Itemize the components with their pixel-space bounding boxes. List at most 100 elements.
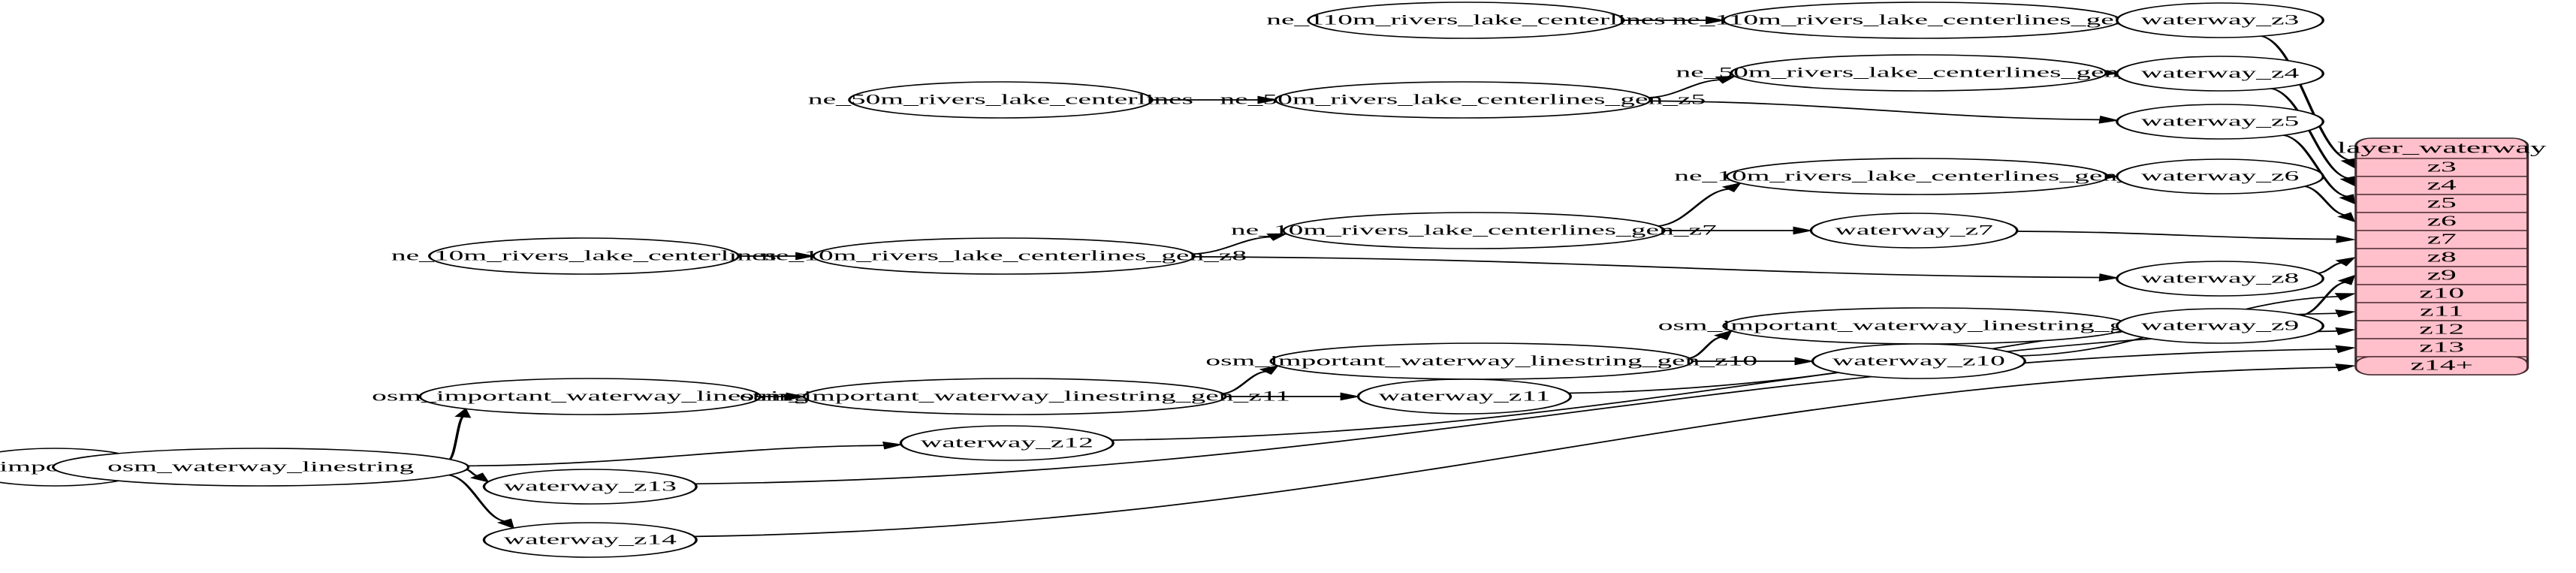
edge-waterway_z3-to-table-z3: [2260, 35, 2350, 161]
node-ellipse: [1725, 158, 2110, 195]
edge-waterway_z12-to-table-z12: [1111, 330, 2339, 441]
node-waterway_z3[interactable]: waterway_z3: [2116, 2, 2324, 38]
edge-arrowhead: [882, 441, 903, 450]
table-row-z8[interactable]: [2354, 248, 2529, 267]
edge-osm_waterway_linestring-to-waterway_z12: [466, 445, 885, 467]
edge-arrowhead: [2335, 327, 2357, 336]
node-ellipse: [52, 448, 470, 487]
node-ellipse: [1722, 2, 2122, 39]
edge-arrowhead: [1706, 16, 1726, 25]
node-ellipse: [1722, 307, 2131, 345]
edge-arrowhead: [1713, 330, 1733, 340]
edge-arrowhead: [469, 472, 490, 483]
node-osm_important_waterway_linestring[interactable]: osm_important_waterway_linestring: [372, 378, 808, 415]
node-ne_10m_rivers_lake_centerlines_gen_z7[interactable]: ne_10m_rivers_lake_centerlines_gen_z7: [1231, 212, 1717, 249]
edge-osm_waterway_linestring-to-waterway_z13: [465, 469, 478, 477]
node-ellipse: [2116, 2, 2324, 38]
table-row-z13[interactable]: [2354, 338, 2529, 357]
node-waterway_z7[interactable]: waterway_z7: [1809, 213, 2019, 249]
edge-arrowhead: [1721, 182, 1742, 192]
node-ellipse: [1282, 212, 1666, 249]
node-waterway_z14[interactable]: waterway_z14: [482, 522, 698, 558]
edge-arrowhead: [2335, 363, 2357, 372]
node-ellipse: [482, 522, 698, 558]
table-row-z10[interactable]: [2354, 284, 2529, 303]
node-ellipse: [2116, 308, 2324, 344]
edge-ne_50m_rivers_lake_centerlines_gen_z5-to-waterway_z5: [1648, 100, 2101, 121]
edge-arrowhead: [454, 408, 472, 418]
node-waterway_z10[interactable]: waterway_z10: [1811, 343, 2026, 379]
edge-arrowhead: [2334, 293, 2357, 301]
edge-layer: [50, 16, 2357, 538]
edge-ne_10m_rivers_lake_centerlines_gen_z8-to-waterway_z8: [1193, 256, 2101, 279]
table-layer_waterway[interactable]: layer_waterwayz3z4z5z6z7z8z9z10z11z12z13…: [2337, 137, 2547, 375]
node-waterway_z8[interactable]: waterway_z8: [2116, 261, 2324, 297]
table-row-z4[interactable]: [2354, 176, 2529, 195]
node-waterway_z9[interactable]: waterway_z9: [2116, 308, 2324, 344]
node-ne_10m_rivers_lake_centerlines[interactable]: ne_10m_rivers_lake_centerlines: [391, 237, 777, 275]
edge-waterway_z8-to-table-z8: [2317, 262, 2342, 274]
node-ellipse: [1809, 213, 2019, 249]
edge-arrowhead: [1257, 95, 1278, 104]
node-ne_10m_rivers_lake_centerlines_gen_z6[interactable]: ne_10m_rivers_lake_centerlines_gen_z6: [1674, 158, 2160, 195]
node-ellipse: [418, 378, 762, 415]
edge-arrowhead: [786, 392, 807, 401]
edge-arrowhead: [2340, 158, 2357, 169]
node-ellipse: [2116, 104, 2324, 140]
edge-waterway_z7-to-table-z7: [2016, 231, 2339, 240]
node-ellipse: [848, 81, 1154, 119]
edge-arrowhead: [2335, 257, 2356, 267]
node-ne_110m_rivers_lake_centerlines[interactable]: ne_110m_rivers_lake_centerlines: [1266, 2, 1666, 39]
table-row-z12[interactable]: [2354, 320, 2529, 339]
edge-waterway_z4-to-table-z4: [2270, 87, 2349, 179]
node-waterway_z11[interactable]: waterway_z11: [1356, 378, 1572, 415]
edge-osm_waterway_linestring-to-osm_important_waterway_linestring: [448, 416, 465, 460]
node-waterway_z6[interactable]: waterway_z6: [2116, 158, 2324, 195]
edge-arrowhead: [1715, 75, 1737, 84]
node-ellipse: [1811, 343, 2026, 379]
node-ellipse: [2116, 158, 2324, 195]
node-ne_50m_rivers_lake_centerlines_gen_z5[interactable]: ne_50m_rivers_lake_centerlines_gen_z5: [1220, 81, 1706, 119]
node-ne_50m_rivers_lake_centerlines[interactable]: ne_50m_rivers_lake_centerlines: [808, 81, 1193, 119]
edge-ne_50m_rivers_lake_centerlines_gen_z5-to-ne_50m_rivers_lake_centerlines_gen_z4: [1647, 79, 1721, 98]
node-ellipse: [1307, 2, 1625, 39]
edge-arrowhead: [795, 252, 816, 261]
node-ne_110m_rivers_lake_centerlines_gen_z3[interactable]: ne_110m_rivers_lake_centerlines_gen_z3: [1672, 2, 2172, 39]
node-waterway_z5[interactable]: waterway_z5: [2116, 104, 2324, 140]
edge-arrowhead: [2337, 212, 2356, 223]
table-row-z3[interactable]: [2354, 158, 2529, 177]
edge-osm_important_waterway_linestring_gen_z11-to-osm_important_waterway_linestring_gen_z10: [1221, 370, 1267, 395]
node-waterway_z4[interactable]: waterway_z4: [2116, 56, 2324, 92]
edge-arrowhead: [2335, 309, 2357, 318]
node-ne_10m_rivers_lake_centerlines_gen_z8[interactable]: ne_10m_rivers_lake_centerlines_gen_z8: [761, 237, 1247, 275]
node-ne_50m_rivers_lake_centerlines_gen_z4[interactable]: ne_50m_rivers_lake_centerlines_gen_z4: [1676, 54, 2162, 92]
node-osm_important_waterway_linestring_gen_z10[interactable]: osm_important_waterway_linestring_gen_z1…: [1205, 342, 1757, 380]
edge-arrowhead: [1259, 365, 1280, 375]
table-row-z5[interactable]: [2354, 194, 2529, 213]
node-ellipse: [1730, 54, 2107, 92]
edge-waterway_z14-to-table-z14+: [693, 366, 2339, 538]
node-osm_waterway_linestring[interactable]: osm_waterway_linestring: [52, 448, 470, 487]
edge-waterway_z6-to-table-z6: [2303, 185, 2346, 216]
edge-arrowhead: [1340, 392, 1361, 401]
edge-arrowhead: [496, 518, 514, 529]
node-waterway_z12[interactable]: waterway_z12: [899, 425, 1115, 461]
table-row-z11[interactable]: [2354, 302, 2529, 321]
node-ellipse: [2116, 261, 2324, 297]
table-row-z7[interactable]: [2354, 230, 2529, 249]
node-osm_important_waterway_linestring_gen_z11[interactable]: osm_important_waterway_linestring_gen_z1…: [740, 378, 1290, 415]
node-ellipse: [482, 469, 698, 505]
node-ellipse: [1356, 378, 1572, 415]
edge-arrowhead: [2098, 115, 2119, 124]
edge-ne_10m_rivers_lake_centerlines_gen_z8-to-ne_10m_rivers_lake_centerlines_gen_z7: [1192, 236, 1271, 255]
table-row-z6[interactable]: [2354, 212, 2529, 231]
node-waterway_z13[interactable]: waterway_z13: [482, 469, 698, 505]
node-layer: imposm3osm_waterway_linestringosm_import…: [0, 2, 2324, 558]
node-ellipse: [1269, 342, 1694, 380]
table-row-z9[interactable]: [2354, 266, 2529, 285]
edge-arrowhead: [1266, 233, 1288, 241]
table-row-z14+[interactable]: [2354, 356, 2529, 375]
edge-osm_waterway_linestring-to-waterway_z14: [448, 474, 506, 522]
node-osm_important_waterway_linestring_gen_z9[interactable]: osm_important_waterway_linestring_gen_z9: [1658, 307, 2195, 345]
edge-arrowhead: [2339, 176, 2355, 187]
